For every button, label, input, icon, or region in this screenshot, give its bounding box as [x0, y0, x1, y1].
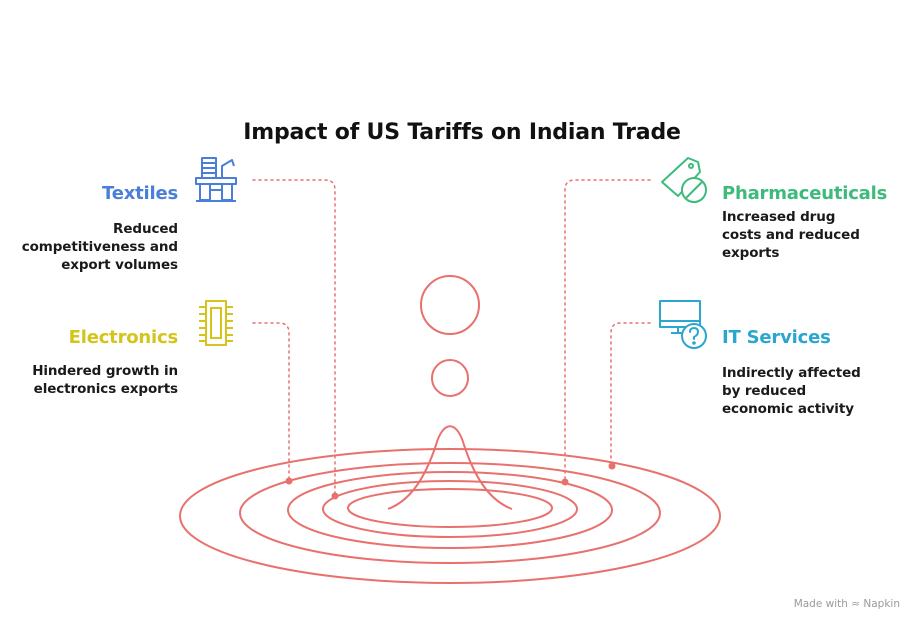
- label-pharmaceuticals: Pharmaceuticals: [722, 183, 888, 204]
- desc-textiles-line: Reduced: [113, 221, 178, 237]
- connector-dot-it-services: [608, 462, 616, 470]
- label-electronics: Electronics: [68, 327, 179, 348]
- connector-electronics: [252, 322, 290, 481]
- drop-small: [431, 359, 469, 397]
- desc-it-services: Indirectly affected by reduced economic …: [722, 364, 892, 418]
- label-it-services: IT Services: [722, 327, 831, 348]
- desc-pharmaceuticals-line: Increased drug: [722, 209, 836, 225]
- desc-it-services-line: Indirectly affected: [722, 365, 861, 381]
- connector-it-services: [610, 322, 651, 466]
- watermark: Made with ≈ Napkin: [793, 598, 900, 610]
- connector-dot-electronics: [285, 477, 293, 485]
- desc-electronics-line: Hindered growth in: [32, 363, 178, 379]
- ripple-ring-4: [322, 480, 578, 538]
- label-textiles: Textiles: [102, 183, 178, 204]
- desc-pharmaceuticals-line: exports: [722, 245, 780, 261]
- connector-pharmaceuticals: [564, 179, 651, 482]
- drop-large: [420, 275, 480, 335]
- ripple-ring-3: [287, 471, 613, 549]
- monitor-question-icon: [659, 300, 707, 349]
- textile-machine-icon: [195, 157, 237, 202]
- desc-textiles-line: competitiveness and: [21, 239, 178, 255]
- desc-pharmaceuticals: Increased drug costs and reduced exports: [722, 208, 892, 262]
- ripple-ring-5: [347, 488, 553, 528]
- desc-electronics: Hindered growth in electronics exports: [0, 362, 178, 398]
- ripple-ring-1: [179, 448, 721, 584]
- desc-it-services-line: economic activity: [722, 401, 854, 417]
- microchip-icon: [199, 300, 233, 346]
- connector-dot-textiles: [331, 492, 339, 500]
- desc-electronics-line: electronics exports: [33, 381, 178, 397]
- connector-textiles: [252, 179, 336, 496]
- desc-pharmaceuticals-line: costs and reduced: [722, 227, 860, 243]
- diagram-title: Impact of US Tariffs on Indian Trade: [243, 120, 681, 145]
- pill-tag-icon: [661, 157, 707, 203]
- splash-peak: [387, 425, 513, 510]
- connector-dot-pharmaceuticals: [561, 478, 569, 486]
- desc-textiles-line: export volumes: [61, 257, 178, 273]
- desc-it-services-line: by reduced: [722, 383, 807, 399]
- desc-textiles: Reduced competitiveness and export volum…: [0, 220, 178, 274]
- ripple-ring-2: [239, 462, 661, 564]
